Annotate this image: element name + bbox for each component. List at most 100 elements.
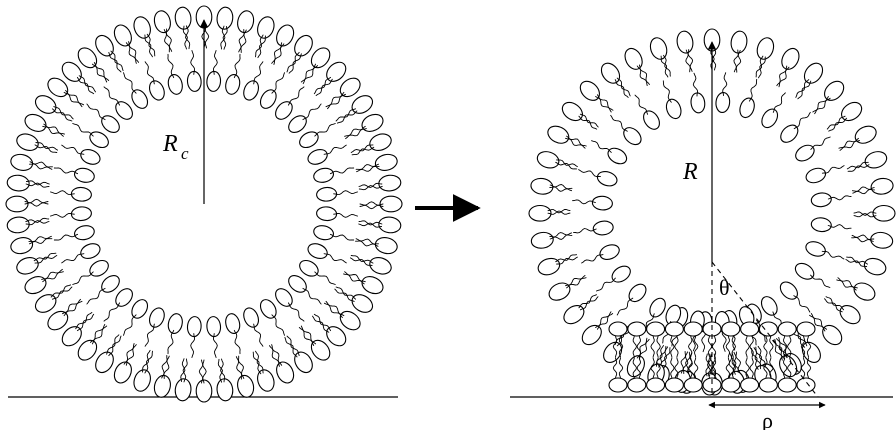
- outer-lipid-head: [819, 322, 846, 349]
- inner-lipid-head: [272, 285, 295, 309]
- inner-lipid-head: [664, 97, 684, 120]
- flat-lower-lipid-head: [609, 378, 627, 392]
- flat-upper-lipid-head: [722, 322, 740, 336]
- outer-lipid-head: [560, 302, 587, 328]
- lipid-tail: [597, 95, 613, 111]
- lipid-tail: [637, 336, 640, 357]
- outer-lipid-head: [559, 99, 586, 125]
- outer-lipid-head: [15, 255, 41, 277]
- lipid-tail: [840, 141, 860, 151]
- lipid-tail: [330, 168, 353, 174]
- inner-lipid-head: [598, 242, 622, 262]
- outer-lipid-head: [530, 231, 554, 250]
- inner-lipid-head: [98, 272, 122, 295]
- inner-lipid-head: [626, 281, 650, 305]
- outer-lipid-head: [255, 368, 277, 394]
- inner-lipid-head: [87, 129, 111, 151]
- lipid-tail: [566, 276, 586, 286]
- lipid-tail: [162, 356, 167, 379]
- inner-lipid-head: [777, 279, 801, 303]
- outer-lipid-head: [368, 131, 394, 153]
- outer-lipid-head: [648, 36, 670, 62]
- flat-lower-lipid-head: [759, 378, 777, 392]
- lipid-tail: [346, 129, 367, 139]
- inner-lipid-head: [777, 122, 801, 146]
- lipid-tail: [191, 334, 195, 358]
- flat-upper-lipid-head: [797, 322, 815, 336]
- lipid-tail: [234, 330, 240, 353]
- inner-lipid-head: [285, 272, 309, 295]
- outer-lipid-head: [778, 46, 802, 73]
- inner-lipid-head: [316, 187, 337, 202]
- outer-lipid-head: [870, 177, 894, 196]
- outer-lipid-head: [622, 46, 646, 73]
- lipid-tail: [837, 280, 857, 290]
- inner-lipid-head: [73, 224, 96, 242]
- lipid-tail: [299, 328, 313, 346]
- outer-lipid-head: [291, 32, 316, 59]
- lipid-tail: [671, 358, 674, 378]
- inner-lipid-head: [166, 73, 184, 96]
- flat-lower-lipid-head: [684, 378, 702, 392]
- inner-lipid-head: [297, 257, 321, 279]
- outer-lipid-head: [273, 359, 297, 386]
- inner-lipid-head: [759, 106, 781, 130]
- outer-lipid-head: [32, 92, 59, 117]
- inner-lipid-head: [285, 112, 309, 135]
- inner-lipid-head: [316, 206, 337, 221]
- lipid-tail: [633, 336, 636, 357]
- inner-lipid-head: [206, 71, 221, 92]
- outer-lipid-head: [851, 280, 878, 304]
- inner-lipid-head: [166, 312, 184, 335]
- lipid-tail: [360, 205, 383, 208]
- inner-lipid-head: [224, 73, 242, 96]
- lipid-tail: [657, 336, 660, 357]
- flat-lower-lipid-head: [778, 378, 796, 392]
- lipid-tail: [334, 191, 358, 195]
- flat-upper-lipid-head: [684, 322, 702, 336]
- lipid-tail: [344, 274, 365, 284]
- inner-lipid-head: [71, 187, 92, 202]
- flat-upper-lipid-head: [628, 322, 646, 336]
- inner-lipid-head: [737, 96, 756, 119]
- radius-label-right: R: [682, 159, 698, 185]
- lipid-tail: [356, 241, 379, 246]
- lipid-tail: [199, 360, 202, 383]
- lipid-tail: [770, 336, 773, 357]
- radius-subscript-left: c: [181, 144, 189, 163]
- flat-upper-lipid-head: [665, 322, 683, 336]
- inner-lipid-head: [147, 79, 167, 103]
- lipid-tail: [213, 51, 217, 75]
- lipid-tail: [651, 336, 654, 357]
- outer-lipid-head: [730, 30, 749, 54]
- radius-label-left: R: [162, 131, 178, 157]
- outer-lipid-head: [545, 123, 572, 147]
- inner-lipid-head: [272, 98, 295, 122]
- lipid-tail: [30, 162, 53, 167]
- lipid-tail: [191, 51, 195, 75]
- lipid-tail: [63, 299, 81, 313]
- contact-radius-label: ρ: [762, 408, 773, 430]
- lipid-tail: [288, 87, 304, 105]
- outer-lipid-head: [9, 236, 34, 256]
- lipid-tail: [303, 288, 321, 304]
- lipid-tail: [688, 50, 692, 72]
- inner-lipid-head: [241, 79, 261, 103]
- outer-lipid-head: [92, 349, 117, 376]
- lipid-tail: [324, 145, 346, 154]
- lipid-tail: [94, 63, 108, 81]
- lipid-tail: [853, 189, 875, 193]
- lipid-tail: [205, 25, 208, 48]
- lipid-tail: [723, 73, 727, 96]
- outer-lipid-head: [111, 359, 135, 386]
- outer-lipid-head: [821, 78, 848, 105]
- lipid-tail: [145, 324, 154, 346]
- lipid-tail: [168, 330, 174, 353]
- inner-lipid-head: [690, 92, 706, 114]
- outer-lipid-head: [577, 78, 604, 105]
- lipid-tail: [104, 87, 120, 105]
- inner-lipid-head: [187, 71, 202, 92]
- lipid-tail: [736, 50, 740, 72]
- lipid-tail: [51, 191, 75, 195]
